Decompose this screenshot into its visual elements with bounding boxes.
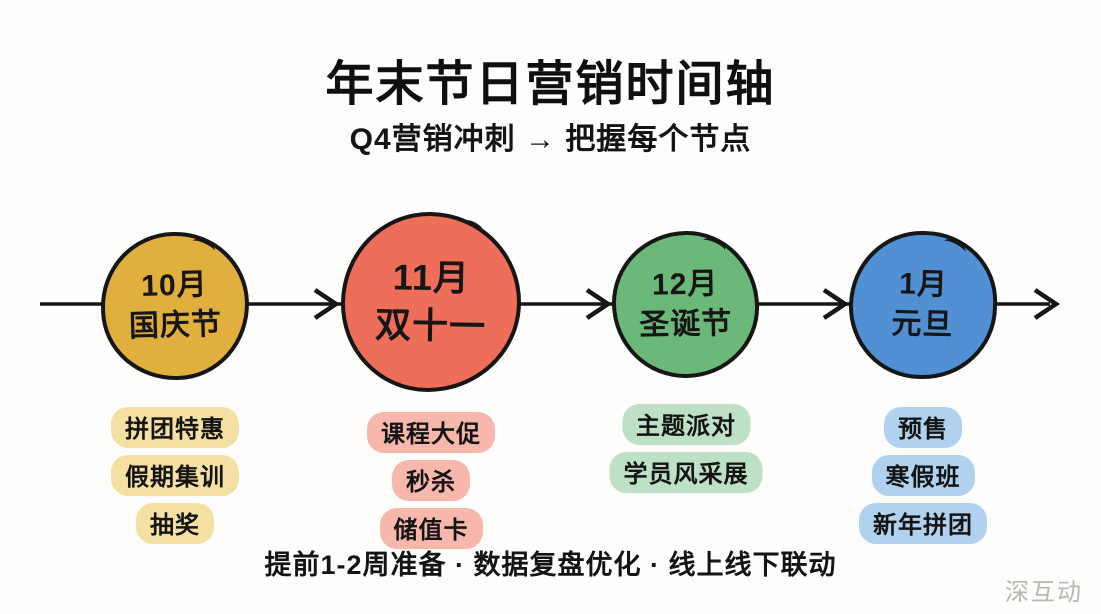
- arrowhead-icon: [585, 288, 613, 320]
- tag-pill: 课程大促: [367, 412, 495, 453]
- tag-pill: 假期集训: [111, 455, 239, 496]
- tag-pill: 学员风采展: [609, 452, 763, 493]
- node-month: 11月: [392, 256, 471, 300]
- tag-pill: 抽奖: [136, 503, 214, 544]
- tag-group-december: 主题派对 学员风采展: [609, 404, 763, 493]
- tag-group-november: 课程大促 秒杀 储值卡: [367, 412, 495, 549]
- node-event: 双十一: [374, 304, 487, 347]
- tag-pill: 寒假班: [871, 455, 975, 496]
- node-event: 元旦: [891, 307, 954, 342]
- arrowhead-icon: [313, 288, 341, 320]
- watermark: 深互动: [1005, 579, 1083, 606]
- tag-group-january: 预售 寒假班 新年拼团: [859, 407, 987, 544]
- node-month: 12月: [651, 267, 719, 302]
- arrowhead-icon: [822, 288, 850, 320]
- tag-pill: 新年拼团: [859, 503, 987, 544]
- tag-pill: 主题派对: [622, 404, 750, 445]
- tag-pill: 秒杀: [392, 460, 470, 501]
- arrowhead-icon: [1033, 288, 1061, 320]
- node-month: 10月: [140, 268, 209, 304]
- node-event: 国庆节: [128, 307, 223, 344]
- footer-note: 提前1-2周准备 · 数据复盘优化 · 线上线下联动: [264, 550, 837, 580]
- page-title: 年末节日营销时间轴: [325, 58, 776, 111]
- subtitle: Q4营销冲刺 → 把握每个节点: [349, 123, 752, 156]
- tag-group-october: 拼团特惠 假期集训 抽奖: [111, 407, 239, 544]
- tag-pill: 拼团特惠: [111, 407, 239, 448]
- node-event: 圣诞节: [639, 306, 733, 342]
- node-month: 1月: [898, 267, 949, 303]
- tag-pill: 储值卡: [379, 508, 483, 549]
- tag-pill: 预售: [884, 407, 962, 448]
